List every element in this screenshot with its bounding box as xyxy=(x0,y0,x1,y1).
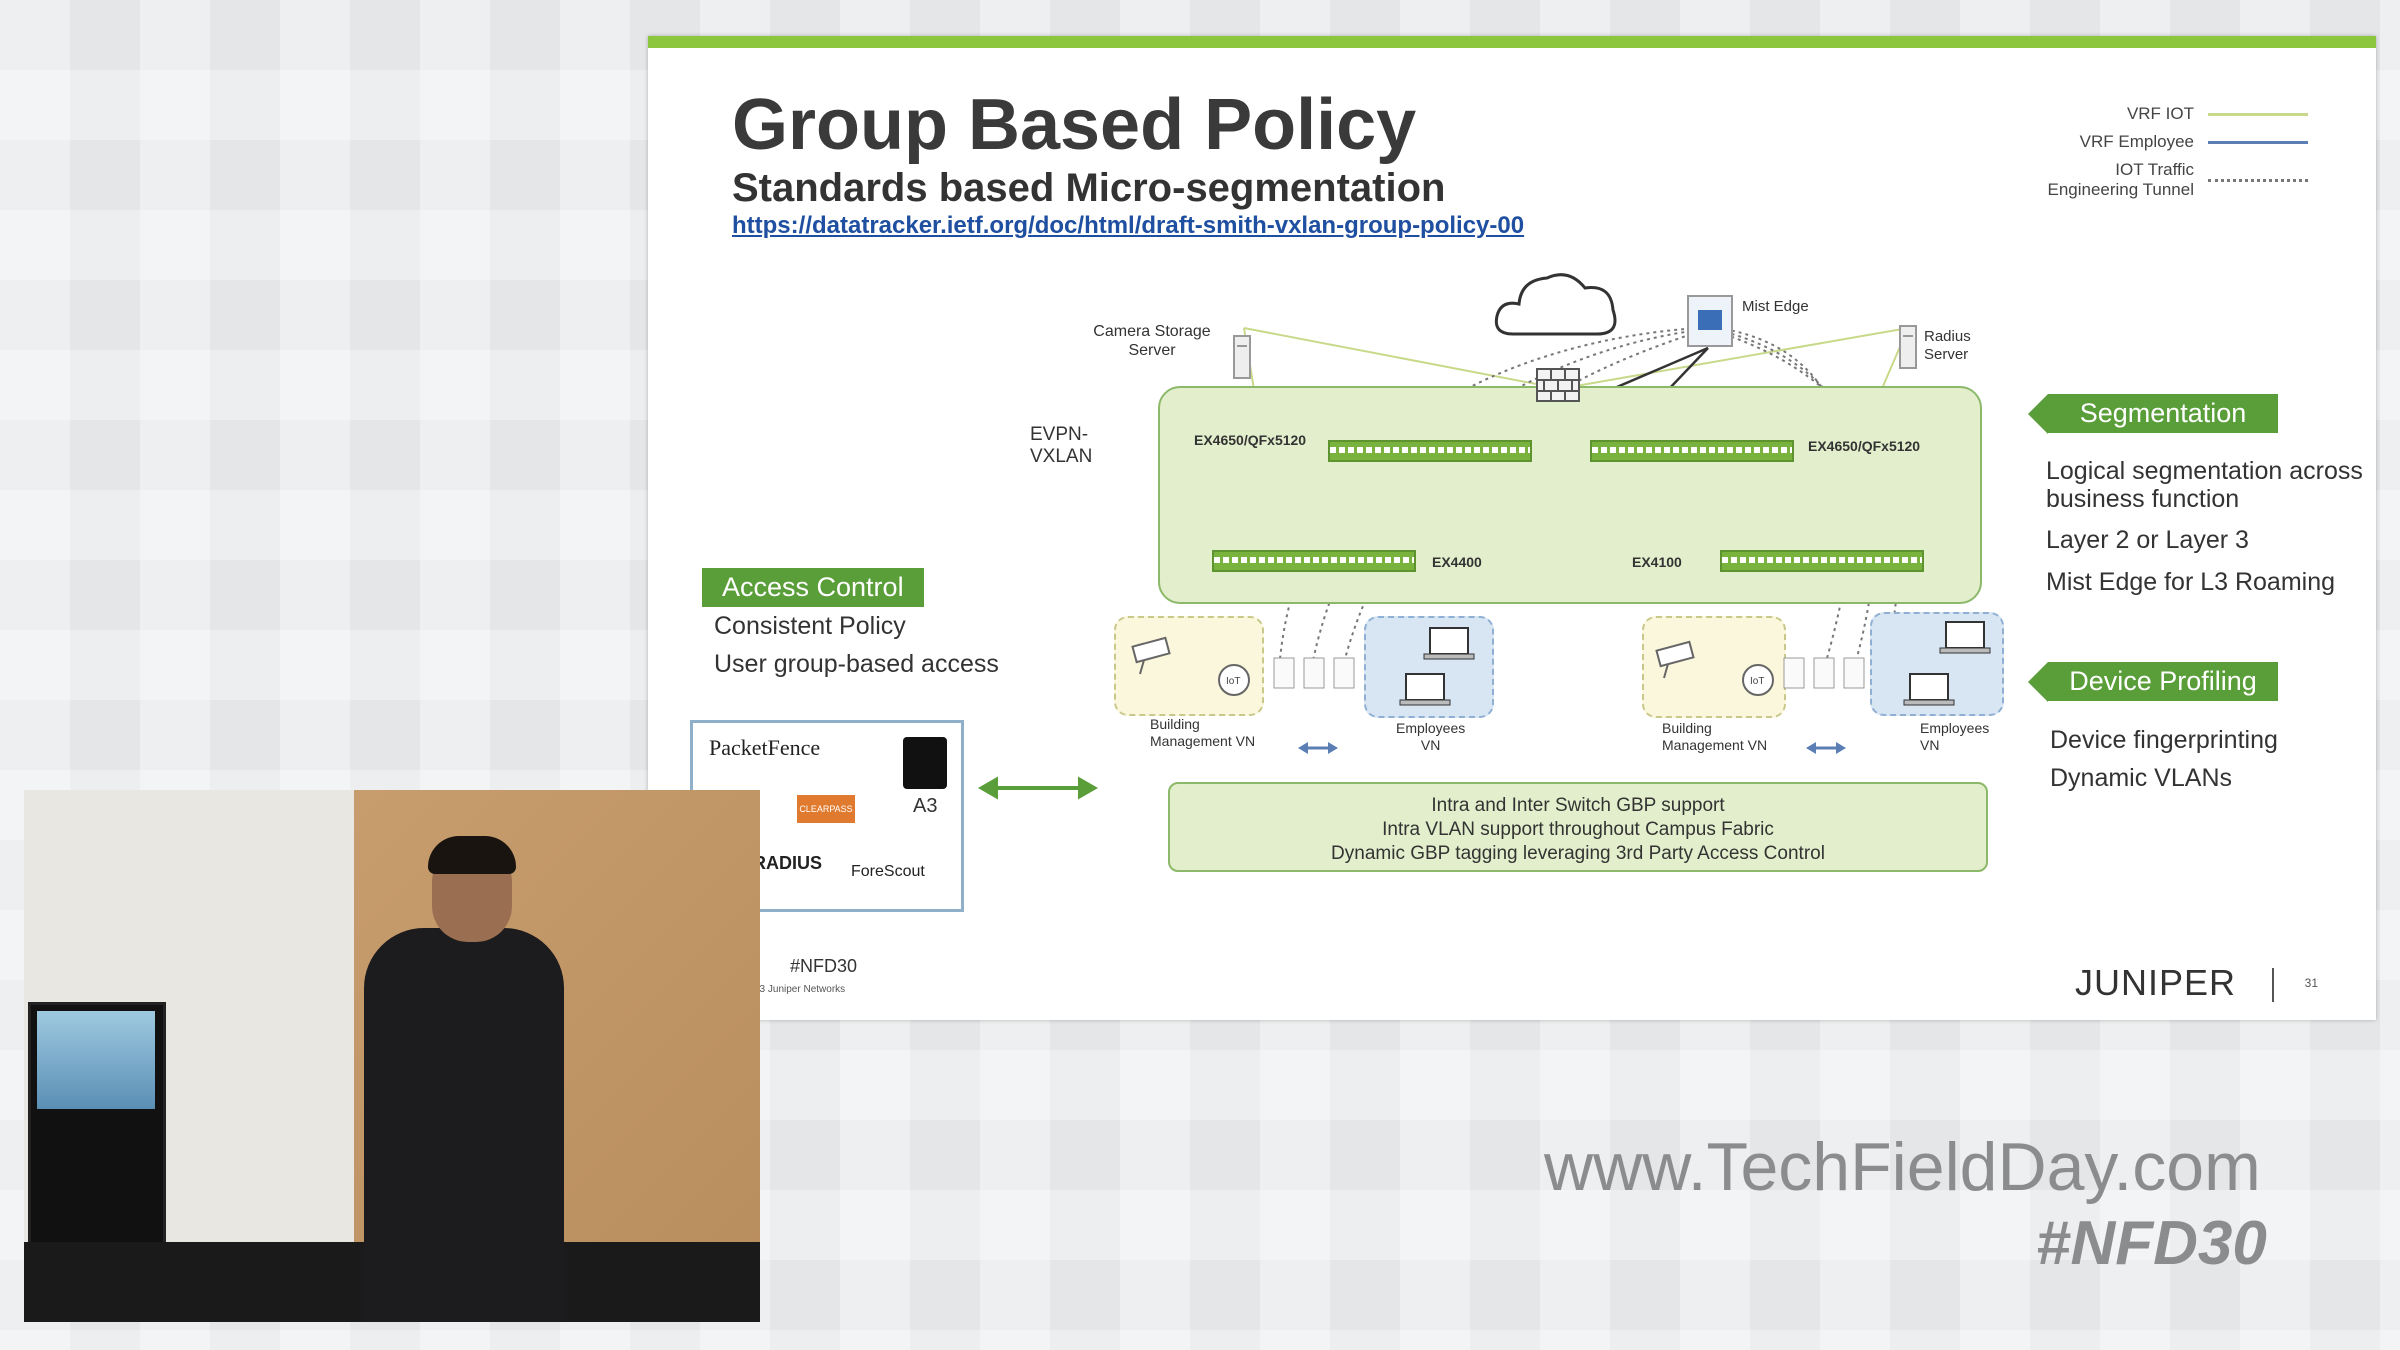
core-left-label: EX4650/QFx5120 xyxy=(1194,432,1307,448)
laptop-icon xyxy=(1423,627,1475,660)
iot-icon: IoT xyxy=(1218,664,1250,696)
employees-vn-right xyxy=(1870,612,2004,716)
vendor-a3-label: A3 xyxy=(913,795,938,817)
building-management-vn-left: IoT xyxy=(1114,616,1264,716)
gbp-line: Intra VLAN support throughout Campus Fab… xyxy=(1382,819,1774,840)
presentation-slide: Group Based Policy Standards based Micro… xyxy=(648,36,2376,1020)
evpn-vxlan-label: EVPN- VXLAN xyxy=(1030,424,1093,467)
server-icon xyxy=(1233,335,1251,379)
segmentation-item: Mist Edge for L3 Roaming xyxy=(2046,567,2336,596)
watermark-url: www.TechFieldDay.com xyxy=(1544,1129,2261,1205)
access-point-icons-right xyxy=(1783,657,1865,689)
access-switch-left xyxy=(1212,550,1416,572)
device-profiling-item: Dynamic VLANs xyxy=(2050,764,2232,793)
legend-vrf-employee: VRF Employee xyxy=(1988,132,2308,152)
cloud-icon xyxy=(1494,273,1617,336)
slide-subtitle: Standards based Micro-segmentation xyxy=(732,166,1446,210)
access-left-label: EX4400 xyxy=(1432,554,1482,570)
gbp-support-box: Intra and Inter Switch GBP support Intra… xyxy=(1168,782,1988,872)
presenter-hair xyxy=(428,836,516,874)
slide-title: Group Based Policy xyxy=(732,85,1417,165)
page-number: 31 xyxy=(2304,976,2318,990)
presenter-figure xyxy=(364,928,564,1322)
watermark-hashtag: #NFD30 xyxy=(2036,1209,2267,1278)
building-management-vn-right: IoT xyxy=(1642,616,1786,718)
gbp-line: Dynamic GBP tagging leveraging 3rd Party… xyxy=(1331,843,1825,864)
camera-icon xyxy=(1655,640,1695,679)
mist-edge-label: Mist Edge xyxy=(1742,298,1809,315)
device-profiling-list: Device fingerprinting Dynamic VLANs xyxy=(2050,722,2278,799)
iot-icon: IoT xyxy=(1742,664,1774,696)
segmentation-heading: Segmentation xyxy=(2028,394,2278,434)
vn-bldg-right-label: Building Management VN xyxy=(1662,720,1768,753)
vn-emp-left-label: Employees VN xyxy=(1396,720,1466,753)
access-control-heading: Access Control xyxy=(702,568,924,607)
bidirectional-arrow-icon xyxy=(1806,742,1846,754)
vendor-radius: RADIUS xyxy=(753,853,823,873)
firewall-icon xyxy=(1536,368,1580,402)
device-profiling-item: Device fingerprinting xyxy=(2050,726,2278,754)
footer-divider xyxy=(2272,968,2274,1002)
access-right-label: EX4100 xyxy=(1632,554,1682,570)
camera-storage-label: Camera Storage Server xyxy=(1093,323,1211,360)
laptop-icon xyxy=(1939,621,1991,654)
employees-vn-left xyxy=(1364,616,1494,718)
laptop-icon xyxy=(1903,673,1955,706)
legend-swatch xyxy=(2208,178,2308,182)
vendor-packetfence: PacketFence xyxy=(709,735,821,760)
radius-server-icon xyxy=(1899,325,1917,369)
core-right-label: EX4650/QFx5120 xyxy=(1808,438,1921,454)
legend-swatch xyxy=(2208,112,2308,116)
segmentation-item: Layer 2 or Layer 3 xyxy=(2046,526,2249,554)
legend-vrf-iot: VRF IOT xyxy=(1988,104,2308,124)
video-monitor-screen xyxy=(37,1011,155,1109)
core-switch-right xyxy=(1590,440,1794,462)
gbp-line: Intra and Inter Switch GBP support xyxy=(1431,795,1725,816)
svg-text:IoT: IoT xyxy=(1226,676,1240,687)
segmentation-list: Logical segmentation across business fun… xyxy=(2046,457,2366,598)
vendor-clearpass: CLEARPASS xyxy=(797,795,855,823)
laptop-icon xyxy=(1399,673,1451,706)
presenter-video xyxy=(24,790,760,1322)
vendor-forescout: ForeScout xyxy=(851,863,925,880)
footer-hashtag: #NFD30 xyxy=(790,956,858,976)
mist-edge-icon xyxy=(1687,295,1733,347)
footer-copyright: 23 Juniper Networks xyxy=(754,984,846,995)
segmentation-item: Logical segmentation across business fun… xyxy=(2046,457,2363,513)
access-control-list: Consistent Policy User group-based acces… xyxy=(714,608,999,685)
video-monitor xyxy=(28,1002,166,1246)
legend-label: VRF IOT xyxy=(2126,104,2194,123)
ietf-draft-link[interactable]: https://datatracker.ietf.org/doc/html/dr… xyxy=(732,212,1525,239)
legend-iot-tunnel: IOT Traffic Engineering Tunnel xyxy=(1988,160,2308,200)
legend-swatch xyxy=(2208,140,2308,144)
device-profiling-heading: Device Profiling xyxy=(2028,662,2278,702)
access-control-item: Consistent Policy xyxy=(714,612,906,640)
svg-text:IoT: IoT xyxy=(1750,676,1764,687)
vn-bldg-left-label: Building Management VN xyxy=(1150,716,1256,749)
radius-server-label: Radius Server xyxy=(1924,328,1971,363)
access-switch-right xyxy=(1720,550,1924,572)
core-switch-left xyxy=(1328,440,1532,462)
access-control-item: User group-based access xyxy=(714,650,999,679)
vendor-a3 xyxy=(903,737,947,789)
camera-icon xyxy=(1131,636,1171,675)
legend: VRF IOT VRF Employee IOT Traffic Enginee… xyxy=(1988,104,2308,208)
bidirectional-arrow-icon xyxy=(1298,742,1338,754)
access-point-icons-left xyxy=(1273,657,1355,689)
juniper-logo: JUNIPER xyxy=(2074,962,2236,1003)
vn-emp-right-label: Employees VN xyxy=(1920,720,1990,753)
legend-label: IOT Traffic Engineering Tunnel xyxy=(2047,160,2194,199)
legend-label: VRF Employee xyxy=(2079,132,2194,151)
